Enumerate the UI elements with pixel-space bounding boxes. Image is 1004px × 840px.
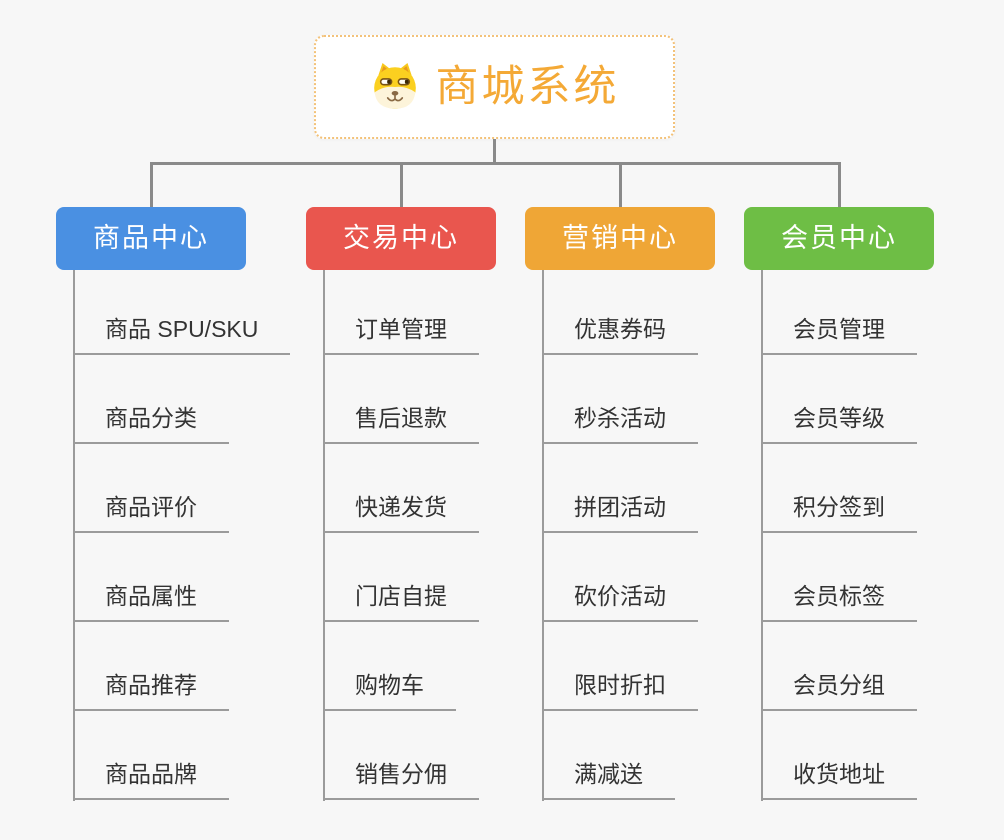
child-item[interactable]: 会员管理 [761,314,917,355]
branch-label: 营销中心 [562,223,678,253]
branch-box-member-center[interactable]: 会员中心 [744,207,934,270]
child-item[interactable]: 商品 SPU/SKU [73,314,291,355]
branch-label: 商品中心 [93,223,209,253]
connector-root-drop [493,139,496,165]
child-item[interactable]: 商品推荐 [73,670,229,711]
branch-column-trade-center: 交易中心订单管理售后退款快递发货门店自提购物车销售分佣 [306,207,566,801]
child-item[interactable]: 秒杀活动 [542,403,698,444]
child-item[interactable]: 会员等级 [761,403,917,444]
child-item[interactable]: 购物车 [323,670,456,711]
branch-box-trade-center[interactable]: 交易中心 [306,207,496,270]
child-item[interactable]: 商品属性 [73,581,229,622]
branch-column-product-center: 商品中心商品 SPU/SKU 商品分类商品评价商品属性商品推荐商品品牌 [56,207,316,801]
branch-spine [323,270,325,801]
branch-column-member-center: 会员中心会员管理会员等级积分签到会员标签会员分组收货地址 [744,207,1004,801]
branch-box-product-center[interactable]: 商品中心 [56,207,246,270]
child-item[interactable]: 优惠券码 [542,314,698,355]
branch-column-marketing-center: 营销中心优惠券码秒杀活动拼团活动砍价活动限时折扣满减送 [525,207,785,801]
branch-box-marketing-center[interactable]: 营销中心 [525,207,715,270]
branch-label: 交易中心 [343,223,459,253]
branch-spine [761,270,763,801]
child-item[interactable]: 商品品牌 [73,759,229,800]
child-item[interactable]: 积分签到 [761,492,917,533]
child-item[interactable]: 商品分类 [73,403,229,444]
branch-label: 会员中心 [781,223,897,253]
child-item[interactable]: 收货地址 [761,759,917,800]
child-item[interactable]: 砍价活动 [542,581,698,622]
connector-branch-drop-0 [150,162,153,209]
child-item[interactable]: 会员标签 [761,581,917,622]
child-item[interactable]: 拼团活动 [542,492,698,533]
child-item[interactable]: 售后退款 [323,403,479,444]
root-title: 商城系统 [435,62,620,111]
child-item[interactable]: 限时折扣 [542,670,698,711]
child-item[interactable]: 销售分佣 [323,759,479,800]
child-item[interactable]: 商品评价 [73,492,229,533]
child-item[interactable]: 满减送 [542,759,675,800]
connector-branch-drop-2 [619,162,622,209]
connector-branch-drop-3 [838,162,841,209]
connector-branch-drop-1 [400,162,403,209]
root-node[interactable]: 商城系统 [314,35,675,139]
child-item[interactable]: 门店自提 [323,581,479,622]
branch-spine [73,270,75,801]
child-item[interactable]: 订单管理 [323,314,479,355]
branch-spine [542,270,544,801]
connector-horizontal [150,162,841,165]
doge-icon [373,63,416,109]
child-item[interactable]: 快递发货 [323,492,479,533]
child-item[interactable]: 会员分组 [761,670,917,711]
